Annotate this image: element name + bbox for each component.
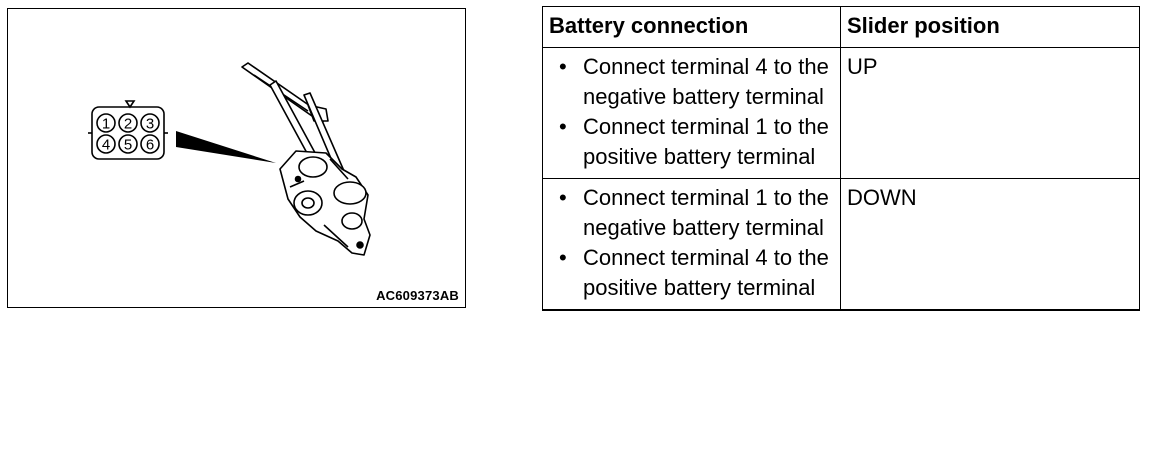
pin-label: 5 <box>124 137 132 154</box>
pin-label: 4 <box>102 137 110 154</box>
step-list: Connect terminal 1 to the negative batte… <box>549 183 834 303</box>
battery-connection-cell: Connect terminal 1 to the negative batte… <box>542 178 841 311</box>
list-item: Connect terminal 4 to the positive batte… <box>549 243 834 303</box>
pointer-wedge <box>176 131 276 163</box>
table-row: Connect terminal 1 to the negative batte… <box>542 178 1140 311</box>
list-item: Connect terminal 1 to the negative batte… <box>549 183 834 243</box>
pin-label: 3 <box>146 116 154 133</box>
figure-panel: 1 2 3 4 5 6 AC60 <box>7 8 466 308</box>
figure-id-label: AC609373AB <box>376 288 459 303</box>
table-row: Connect terminal 4 to the negative batte… <box>542 47 1140 179</box>
column-header-slider-position: Slider position <box>840 6 1140 48</box>
pin-label: 2 <box>124 116 132 133</box>
list-item: Connect terminal 4 to the negative batte… <box>549 52 834 112</box>
battery-connection-table: Battery connection Slider position Conne… <box>542 6 1140 311</box>
regulator-mechanism <box>241 62 371 256</box>
window-regulator-diagram: 1 2 3 4 5 6 <box>88 62 371 256</box>
table-header-row: Battery connection Slider position <box>542 6 1140 48</box>
pin-label: 6 <box>146 137 154 154</box>
connector-diagram <box>88 100 168 160</box>
slider-position-cell: UP <box>840 47 1140 179</box>
pin-label: 1 <box>102 116 110 133</box>
column-header-battery-connection: Battery connection <box>542 6 841 48</box>
list-item: Connect terminal 1 to the positive batte… <box>549 112 834 172</box>
slider-position-cell: DOWN <box>840 178 1140 311</box>
battery-connection-cell: Connect terminal 4 to the negative batte… <box>542 47 841 179</box>
step-list: Connect terminal 4 to the negative batte… <box>549 52 834 172</box>
